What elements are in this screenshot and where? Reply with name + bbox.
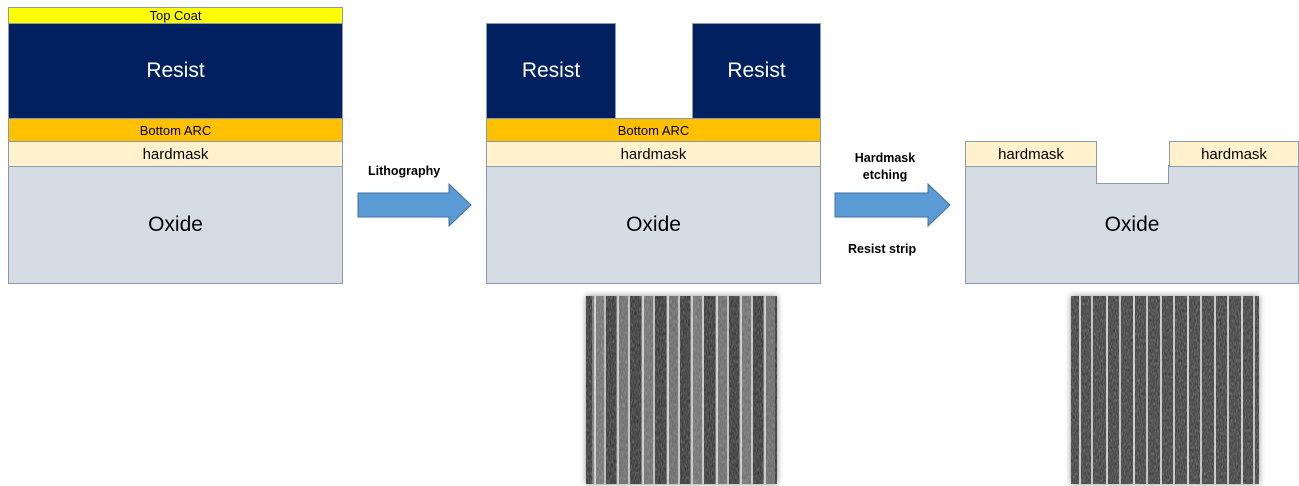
oxide-layer: Oxide: [486, 166, 821, 284]
hardmask-layer: hardmask: [8, 141, 343, 167]
resist-strip-label: Resist strip: [848, 242, 917, 256]
bottom-arc-layer: Bottom ARC: [8, 118, 343, 142]
sem-micrograph-lithography: [586, 296, 777, 484]
oxide-label: Oxide: [148, 213, 203, 236]
lithography-label: Lithography: [368, 164, 441, 178]
right-arrow-icon: [834, 183, 951, 227]
oxide-label: Oxide: [626, 213, 681, 236]
bottom-arc-label: Bottom ARC: [139, 122, 212, 138]
top-coat-label: Top Coat: [149, 8, 202, 23]
bottom-arc-layer: Bottom ARC: [486, 118, 821, 142]
hardmask-left-block: hardmask: [965, 141, 1097, 167]
hardmask-etching-line2: etching: [862, 167, 908, 182]
hardmask-right-label: hardmask: [1201, 145, 1267, 163]
sem-micrograph-hardmask-etch: [1071, 296, 1259, 484]
hardmask-left-label: hardmask: [998, 145, 1064, 163]
resist-right-label: Resist: [727, 59, 786, 82]
right-arrow-icon: [357, 183, 472, 227]
resist-layer: Resist: [8, 23, 343, 119]
resist-right-block: Resist: [692, 23, 821, 119]
resist-left-block: Resist: [486, 23, 616, 119]
bottom-arc-label: Bottom ARC: [617, 122, 690, 138]
oxide-layer: Oxide: [8, 166, 343, 284]
resist-left-label: Resist: [521, 59, 581, 82]
resist-label: Resist: [146, 59, 205, 82]
hardmask-label: hardmask: [142, 145, 209, 163]
hardmask-etching-line1: Hardmask: [854, 151, 916, 165]
top-coat-layer: Top Coat: [8, 7, 343, 24]
hardmask-layer: hardmask: [486, 141, 821, 167]
etched-trench: [1096, 165, 1169, 184]
hardmask-right-block: hardmask: [1169, 141, 1299, 167]
hardmask-label: hardmask: [620, 145, 687, 163]
oxide-label: Oxide: [1104, 213, 1160, 236]
hardmask-etching-label: Hardmask etching: [840, 150, 930, 184]
